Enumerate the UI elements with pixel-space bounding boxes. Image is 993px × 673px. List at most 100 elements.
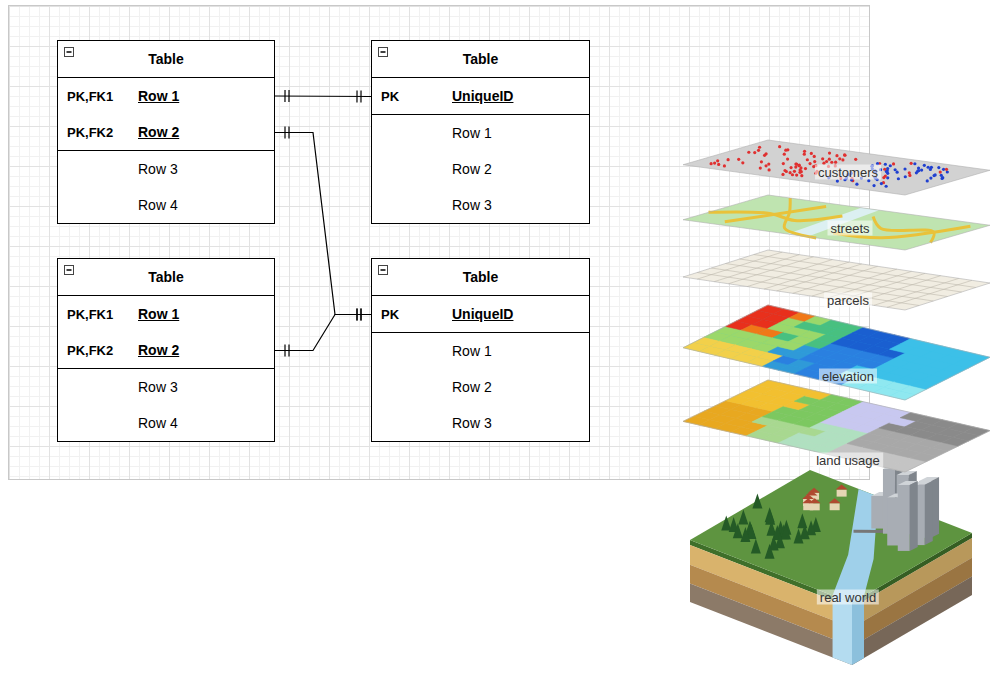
customer-dot xyxy=(710,162,713,165)
tree xyxy=(738,509,748,524)
relationship-line xyxy=(275,133,371,315)
customer-dot xyxy=(836,179,839,182)
customer-dot xyxy=(727,158,730,161)
customer-dot xyxy=(795,173,798,176)
field-cell: Row 4 xyxy=(128,415,274,431)
tree xyxy=(765,510,775,525)
table-row: Row 1 xyxy=(372,115,589,151)
customer-dot xyxy=(768,168,771,171)
customer-dot xyxy=(828,158,831,161)
customer-dot xyxy=(908,174,911,177)
key-marker: PK,FK2 xyxy=(67,343,113,358)
customer-dot xyxy=(894,168,897,171)
table-header: Table xyxy=(58,41,274,78)
parcel-line xyxy=(711,268,933,301)
key-cell: PK,FK2 xyxy=(58,125,128,140)
layer-edge xyxy=(683,305,990,400)
customer-dot xyxy=(789,166,792,169)
key-cell: PK,FK2 xyxy=(58,343,128,358)
table-row: Row 3 xyxy=(58,151,274,187)
customer-dot xyxy=(723,164,726,167)
entity-table: TablePKUniqueIDRow 1Row 2Row 3 xyxy=(371,40,590,224)
customer-dot xyxy=(941,176,944,179)
field-cell: Row 4 xyxy=(128,197,274,213)
building-side xyxy=(910,481,918,551)
field-name: Row 2 xyxy=(138,124,179,140)
house-roof xyxy=(802,494,814,499)
table-title: Table xyxy=(148,269,184,285)
customer-dot xyxy=(843,154,846,157)
customer-dot xyxy=(855,183,858,186)
table-row: PK UniqueID xyxy=(372,78,589,115)
table-row: Row 2 xyxy=(372,151,589,187)
layer-edge xyxy=(683,250,990,310)
field-cell: Row 3 xyxy=(442,415,589,431)
table-row: Row 3 xyxy=(372,405,589,441)
house-roof xyxy=(836,485,848,490)
tree xyxy=(765,544,775,559)
customer-dot xyxy=(783,169,786,172)
collapse-icon xyxy=(64,265,74,275)
table-row: PK,FK2 Row 2 xyxy=(58,114,274,151)
customer-dot xyxy=(747,151,750,154)
key-marker: PK,FK1 xyxy=(67,307,113,322)
building xyxy=(871,496,883,529)
layer-label: real world xyxy=(817,590,879,605)
customer-dot xyxy=(759,167,762,170)
building xyxy=(887,498,899,546)
field-name: Row 1 xyxy=(452,343,492,359)
customer-dot xyxy=(835,154,838,157)
customer-dot xyxy=(939,170,942,173)
customer-dot xyxy=(830,161,833,164)
customer-dot xyxy=(897,177,900,180)
river-front xyxy=(833,595,852,665)
collapse-icon xyxy=(378,265,388,275)
customer-dot xyxy=(913,162,916,165)
relationship-line xyxy=(275,95,371,97)
customer-dot xyxy=(803,150,806,153)
customer-dot xyxy=(923,164,926,167)
entity-table: TablePKUniqueIDRow 1Row 2Row 3 xyxy=(371,258,590,442)
customer-dot xyxy=(834,161,837,164)
customer-dot xyxy=(908,171,911,174)
field-name: UniqueID xyxy=(452,88,513,104)
elev-layer xyxy=(683,305,990,400)
field-name: UniqueID xyxy=(452,306,513,322)
customer-dot xyxy=(945,168,948,171)
table-row: PKUniqueID xyxy=(372,296,589,333)
customer-dot xyxy=(821,157,824,160)
customer-dot xyxy=(929,176,932,179)
customer-dot xyxy=(940,177,943,180)
key-cell: PK xyxy=(372,89,442,104)
field-name: Row 4 xyxy=(138,197,178,213)
table-title: Table xyxy=(148,51,184,67)
customer-dot xyxy=(757,149,760,152)
customer-dot xyxy=(884,163,887,166)
icon-box xyxy=(65,266,74,275)
icon-minus xyxy=(381,51,386,53)
field-cell: Row 1 xyxy=(442,125,589,141)
key-cell: PK,FK1 xyxy=(58,89,128,104)
customer-dot xyxy=(767,163,770,166)
customer-dot xyxy=(795,162,798,165)
house xyxy=(810,503,820,510)
customer-dot xyxy=(778,145,781,148)
layer-label: elevation xyxy=(819,369,877,384)
layer-plane xyxy=(683,140,990,195)
field-cell: Row 1 xyxy=(128,88,274,104)
table-row: PK,FK1 Row 1 xyxy=(58,296,274,332)
customer-dot xyxy=(798,164,801,167)
field-cell: Row 3 xyxy=(128,161,274,177)
real-world-block xyxy=(690,465,972,665)
table-row: Row 1 xyxy=(372,333,589,369)
customer-dot xyxy=(880,182,883,185)
table-title: Table xyxy=(463,51,499,67)
customer-dot xyxy=(884,175,887,178)
field-name: Row 2 xyxy=(138,342,179,358)
customer-dot xyxy=(760,160,763,163)
field-cell: Row 1 xyxy=(128,306,274,322)
customer-dot xyxy=(889,164,892,167)
customer-dot xyxy=(892,162,895,165)
customer-dot xyxy=(903,167,906,170)
key-marker: PK,FK1 xyxy=(67,89,113,104)
